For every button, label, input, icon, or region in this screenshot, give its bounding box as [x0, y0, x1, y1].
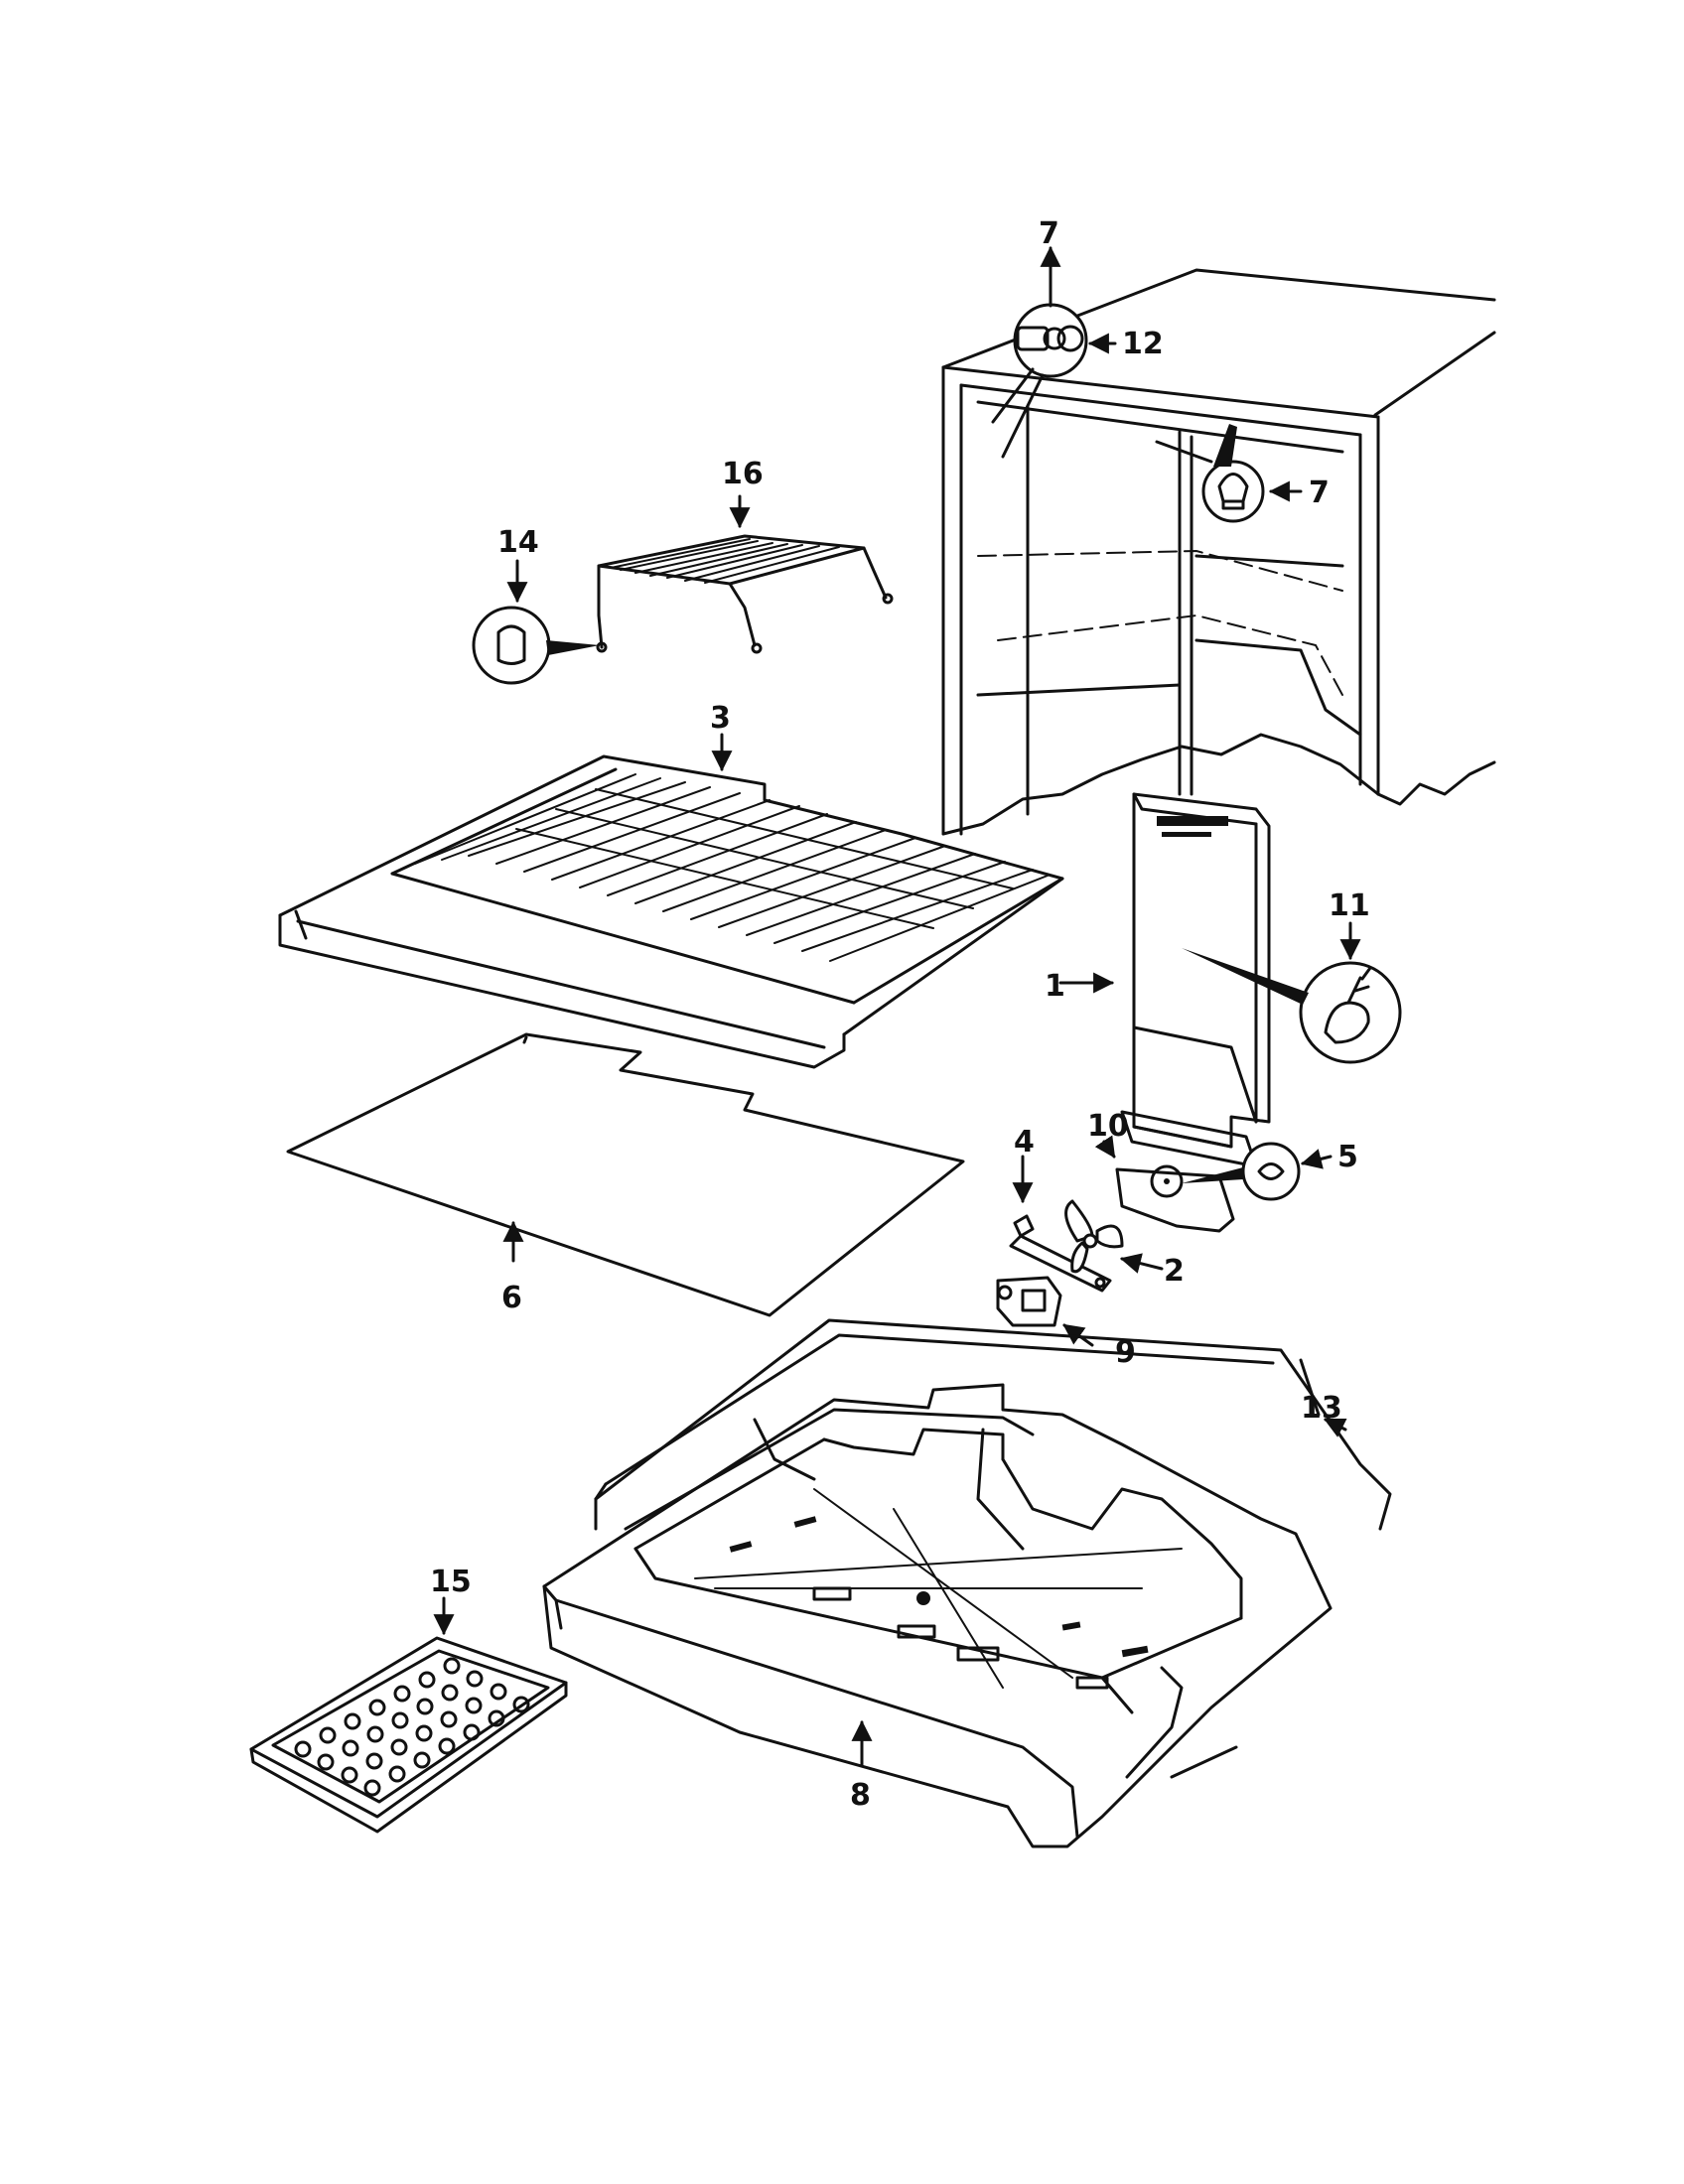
- label-7-bulb: 7: [1309, 476, 1330, 510]
- ice-tray-cubes: [294, 1657, 530, 1797]
- label-13: 13: [1301, 1391, 1342, 1426]
- ice-tray: [249, 1596, 568, 1834]
- label-12: 12: [1122, 327, 1164, 361]
- label-5: 5: [1337, 1140, 1358, 1174]
- screw-callout: [1182, 921, 1402, 1064]
- light-bulb-callout: [1155, 424, 1303, 523]
- label-3: 3: [710, 701, 731, 736]
- grille-shelf: [278, 733, 1064, 1069]
- label-11: 11: [1329, 888, 1370, 923]
- evaporator-cover: [594, 1318, 1392, 1531]
- label-10: 10: [1087, 1109, 1129, 1144]
- glass-panel: [286, 1032, 965, 1317]
- wire-shelf: [596, 494, 894, 654]
- label-6: 6: [501, 1281, 522, 1315]
- grommet-callout: [1182, 1142, 1333, 1201]
- label-2: 2: [1164, 1254, 1185, 1289]
- label-15: 15: [430, 1565, 472, 1599]
- light-socket-callout: [991, 245, 1117, 459]
- fan-motor-assembly: [996, 1155, 1164, 1347]
- label-14: 14: [497, 525, 539, 560]
- label-8: 8: [850, 1778, 871, 1813]
- air-duct: [1058, 792, 1271, 1168]
- label-4: 4: [1014, 1125, 1035, 1160]
- label-1: 1: [1045, 969, 1065, 1004]
- shelf-support-callout: [472, 559, 600, 685]
- refrigerator-cabinet: [941, 268, 1496, 836]
- freezer-floor: [542, 1383, 1333, 1848]
- fan-bracket: [1094, 1135, 1235, 1233]
- label-7-top: 7: [1039, 216, 1059, 251]
- label-16: 16: [722, 457, 764, 491]
